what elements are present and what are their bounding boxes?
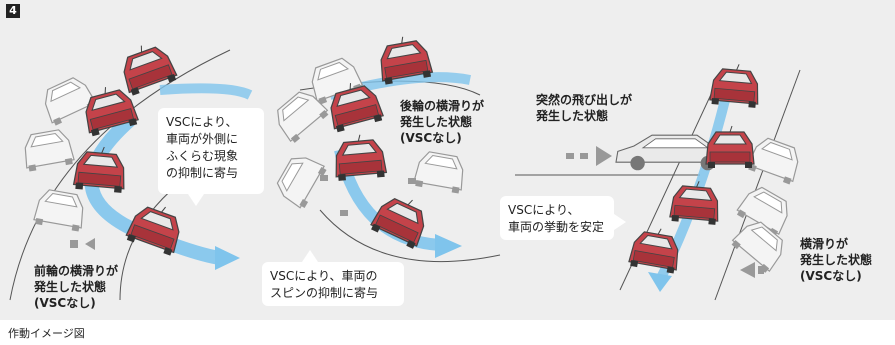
figure-number-badge: 4: [6, 4, 20, 18]
rear-skid-label: 後輪の横滑りが 発生した状態 (VSCなし): [400, 99, 485, 145]
front-skid-label: 前輪の横滑りが 発生した状態 (VSCなし): [34, 264, 119, 310]
side-skid-label: 横滑りが 発生した状態 (VSCなし): [800, 237, 873, 283]
vsc-spin-bubble: VSCにより、車両の スピンの抑制に寄与: [262, 250, 404, 306]
illustration-area: 4 前輪の横滑りが 発生した状態 (VSCなし) VSCにより、 車両が外側に …: [0, 0, 895, 320]
vsc-stabilize-bubble: VSCにより、 車両の挙動を安定: [500, 196, 626, 240]
sudden-obstacle-label: 突然の飛び出しが 発生した状態: [536, 93, 633, 123]
vsc-outward-bubble: VSCにより、 車両が外側に ふくらむ現象 の抑制に寄与: [158, 108, 264, 206]
illustration: [9, 32, 805, 301]
figure-caption: 作動イメージ図: [8, 327, 85, 340]
